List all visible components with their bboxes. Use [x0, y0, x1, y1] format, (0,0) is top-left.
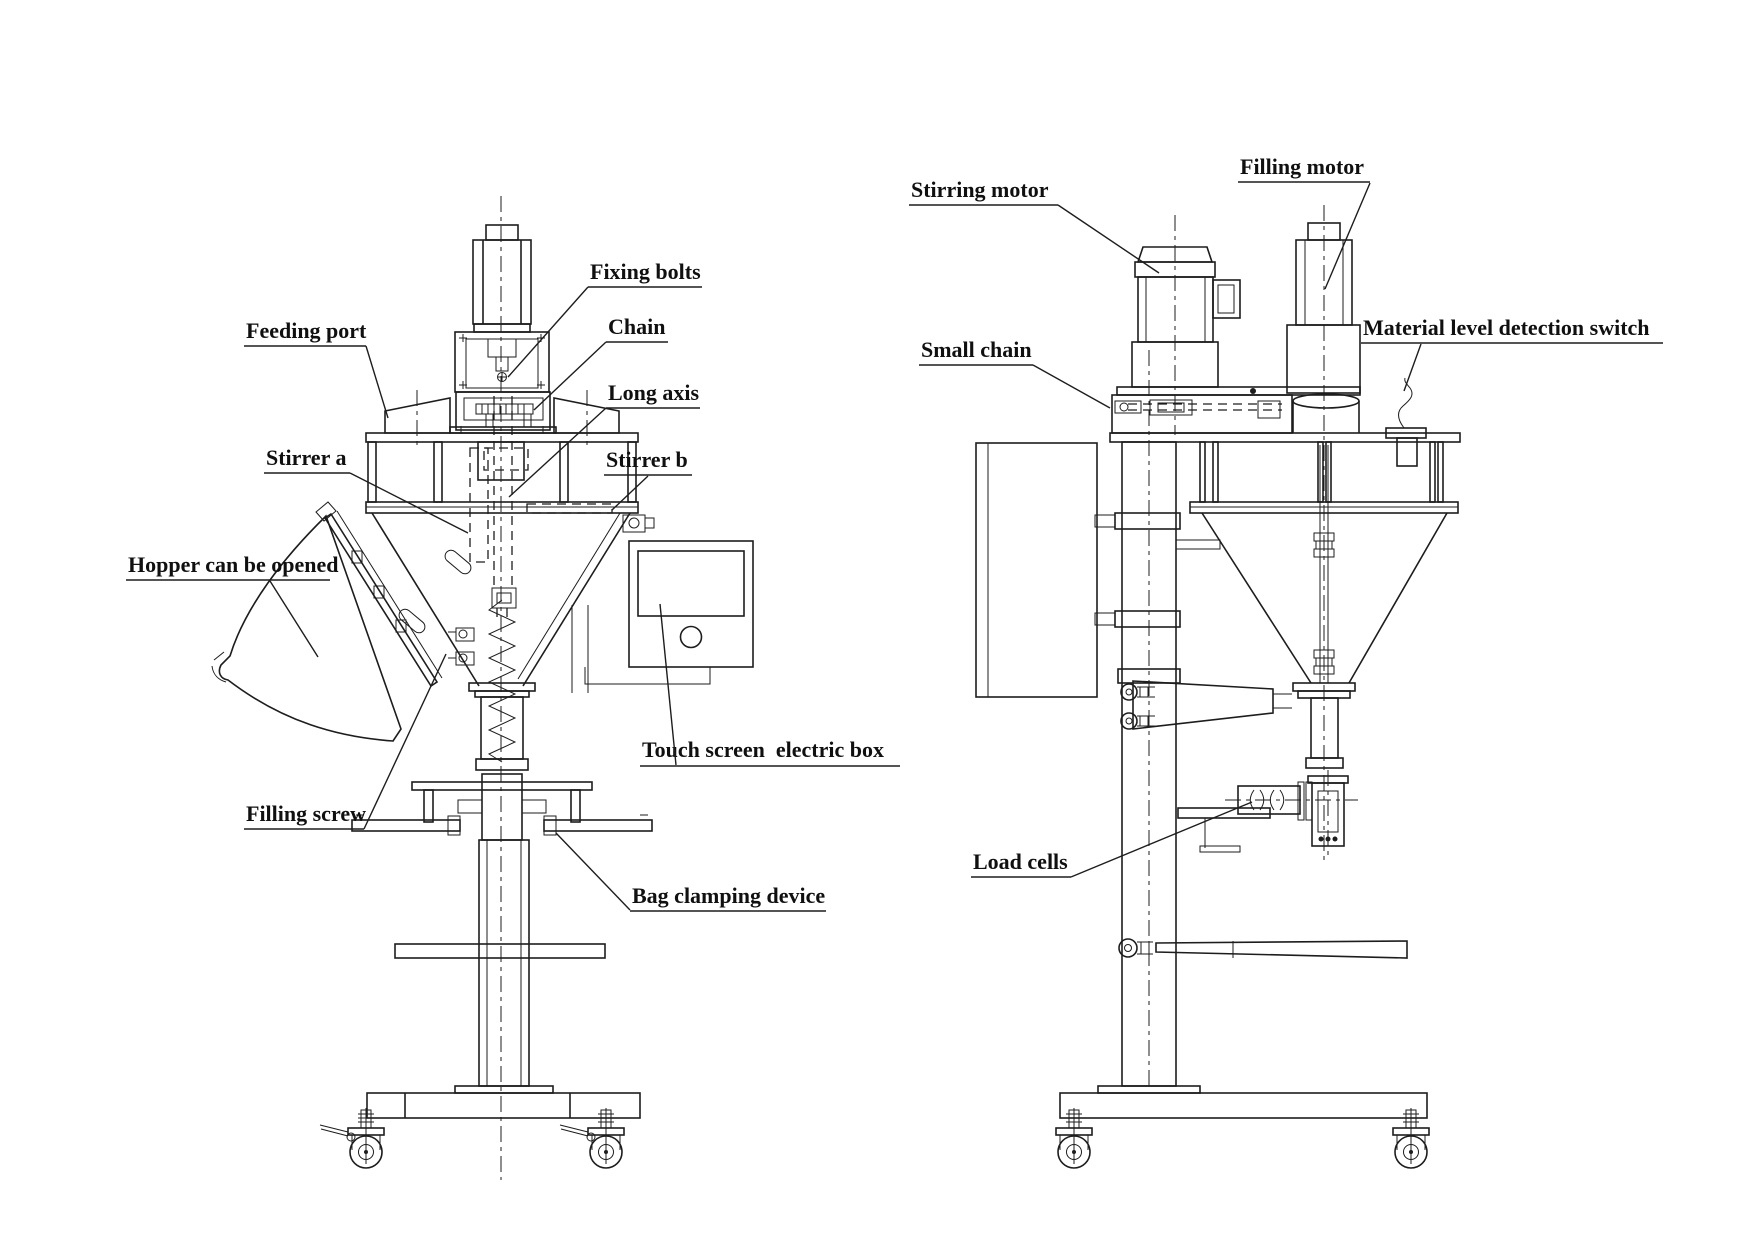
label-touch-screen: Touch screen electric box [642, 737, 884, 762]
label-long-axis: Long axis [608, 380, 700, 405]
side-caster-left [1055, 1108, 1093, 1169]
label-filling-screw: Filling screw [246, 801, 366, 826]
label-material-level: Material level detection switch [1363, 315, 1650, 340]
side-caster-right [1392, 1108, 1430, 1169]
label-filling-motor: Filling motor [1240, 154, 1364, 179]
small-chain-link [1114, 400, 1142, 414]
side-electric-box [975, 442, 1098, 698]
hopper-support-bracket [1120, 680, 1292, 730]
label-fixing-bolts: Fixing bolts [590, 259, 701, 284]
side-view [975, 205, 1461, 1169]
front-view [211, 196, 754, 1180]
stirrer-frame [365, 432, 639, 514]
label-stirring-motor: Stirring motor [911, 177, 1049, 202]
label-small-chain: Small chain [921, 337, 1032, 362]
label-stirrer-a: Stirrer a [266, 445, 346, 470]
filling-screw-assembly [468, 599, 536, 771]
side-base [1059, 1085, 1428, 1119]
label-bag-clamping: Bag clamping device [632, 883, 825, 908]
label-load-cells: Load cells [973, 849, 1068, 874]
long-axis [491, 396, 517, 620]
front-stand [366, 839, 641, 1119]
filling-motor [1286, 222, 1361, 394]
chain-strip [475, 403, 534, 415]
stirring-motor [1131, 246, 1241, 388]
label-chain: Chain [608, 314, 665, 339]
front-chain-box [449, 391, 557, 434]
touch-screen-box [571, 540, 754, 693]
material-level-switch [1385, 377, 1427, 467]
label-stirrer-b: Stirrer b [606, 447, 688, 472]
label-feeding-port: Feeding port [246, 318, 367, 343]
front-hopper-cone [371, 512, 655, 687]
bag-clamping-device [351, 773, 653, 841]
stirrer-b [526, 503, 613, 514]
power-button [679, 625, 703, 649]
front-caster-left [319, 1108, 385, 1169]
load-cells-assembly [1177, 770, 1358, 856]
fixing-bolt [497, 372, 507, 382]
front-filling-motor [472, 224, 532, 333]
opened-hopper-lid [211, 501, 475, 742]
bag-shelf [394, 943, 606, 959]
callouts: Feeding port Fixing bolts Chain Long axi… [126, 154, 1663, 912]
lower-swing-arm [1118, 938, 1408, 959]
label-hopper-open: Hopper can be opened [128, 552, 338, 577]
side-table [1109, 432, 1461, 514]
front-gearbox [454, 331, 550, 393]
touch-screen [637, 550, 745, 617]
front-caster-right [559, 1108, 625, 1169]
stirrer-a [469, 447, 529, 563]
side-column [1094, 441, 1221, 1087]
